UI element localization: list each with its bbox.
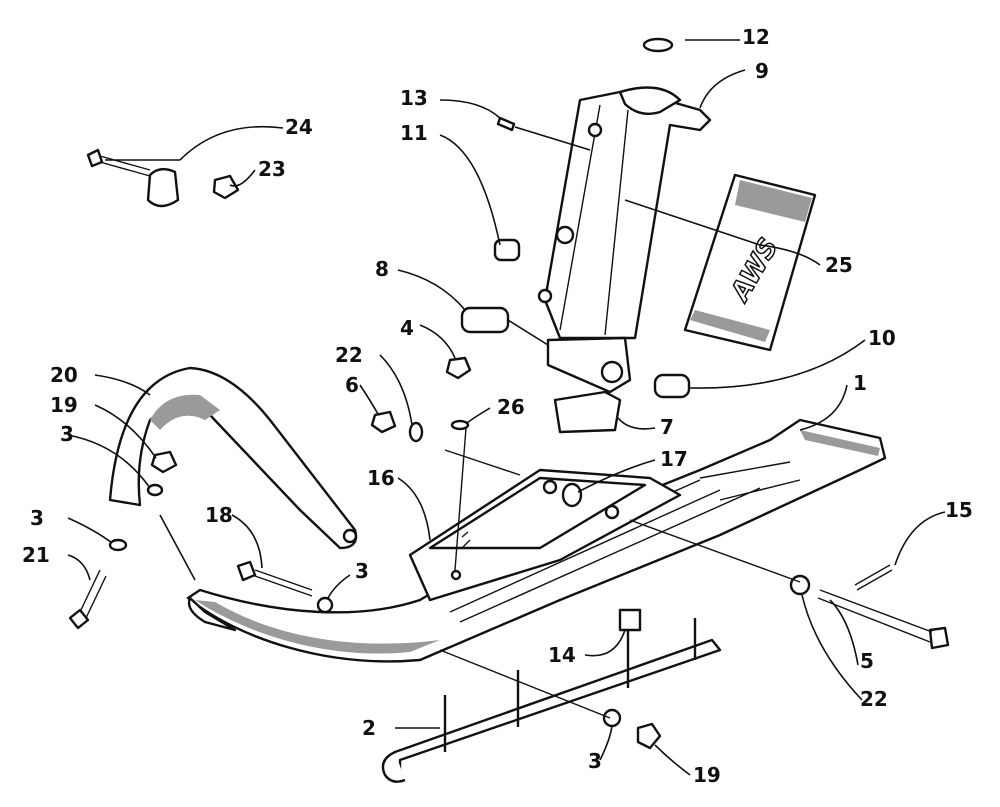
- callout-8: 8: [375, 257, 389, 281]
- callout-2: 2: [362, 716, 376, 740]
- ski-saddle: [408, 468, 682, 602]
- callout-26: 26: [497, 395, 525, 419]
- callout-16: 16: [367, 466, 395, 490]
- callout-7: 7: [660, 415, 674, 439]
- spindle: [537, 86, 712, 394]
- callout-23: 23: [258, 157, 286, 181]
- callout-25: 25: [825, 253, 853, 277]
- callout-12: 12: [742, 25, 770, 49]
- hardware: [68, 37, 950, 750]
- callout-3b: 3: [30, 506, 44, 530]
- callout-9: 9: [755, 59, 769, 83]
- aws-decal: AWS: [683, 173, 817, 352]
- callout-21: 21: [22, 543, 50, 567]
- callout-20: 20: [50, 363, 78, 387]
- callout-labels: 1 2 3 3 3 3 4 5 6 7 8 9 10 11 12 13 14 1…: [22, 25, 973, 787]
- wear-bar: [381, 618, 722, 783]
- callout-18: 18: [205, 503, 233, 527]
- callout-4: 4: [400, 316, 414, 340]
- callout-11: 11: [400, 121, 428, 145]
- callout-6: 6: [345, 373, 359, 397]
- callout-24: 24: [285, 115, 313, 139]
- callout-19a: 19: [50, 393, 78, 417]
- ski-handle: [108, 366, 358, 550]
- callout-3d: 3: [588, 749, 602, 773]
- callout-5: 5: [860, 649, 874, 673]
- callout-17: 17: [660, 447, 688, 471]
- callout-15: 15: [945, 498, 973, 522]
- callout-10: 10: [868, 326, 896, 350]
- callout-19b: 19: [693, 763, 721, 787]
- callout-22a: 22: [335, 343, 363, 367]
- callout-3c: 3: [355, 559, 369, 583]
- ski-tip: [187, 596, 237, 632]
- callout-1: 1: [853, 371, 867, 395]
- callout-13: 13: [400, 86, 428, 110]
- callout-22b: 22: [860, 687, 888, 711]
- callout-14: 14: [548, 643, 576, 667]
- leader-lines: [67, 39, 946, 776]
- callout-3a: 3: [60, 422, 74, 446]
